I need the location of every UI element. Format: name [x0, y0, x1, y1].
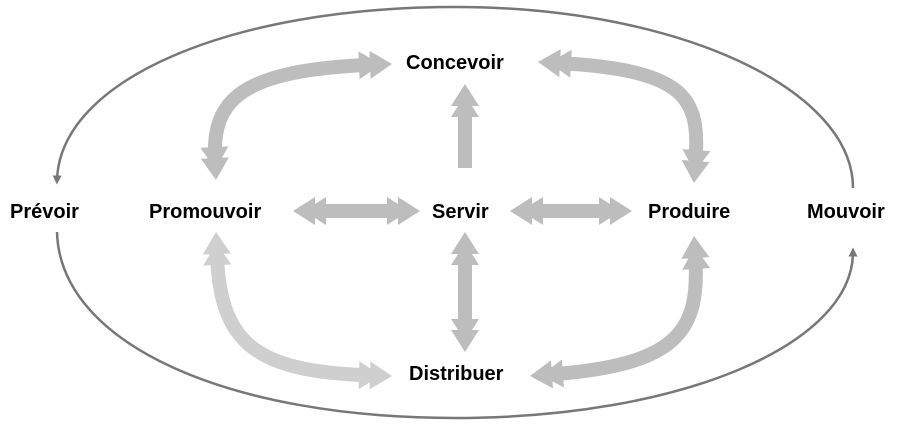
arrow-concevoir-produire-head-start-inner — [548, 49, 572, 78]
arrow-promouvoir-distribuer-head-start-outer — [202, 232, 231, 255]
arrow-servir-produire-head-end-inner — [599, 197, 621, 225]
arrow-servir-concevoir-head-end-inner — [451, 95, 479, 117]
arrow-distribuer-produire-head-end-inner — [682, 246, 711, 270]
node-promouvoir: Promouvoir — [149, 201, 262, 223]
arrow-distribuer-produire-head-end-outer — [681, 236, 710, 259]
outer-cycle-bottom-arc — [55, 231, 858, 420]
arrow-promouvoir-distribuer-head-end-inner — [358, 361, 382, 390]
arrow-distribuer-produire-shaft — [549, 255, 703, 382]
arrow-servir-distribuer-head-start-inner — [451, 243, 479, 265]
arrow-promouvoir-concevoir-head-end-inner — [358, 51, 382, 80]
arrow-promouvoir-distribuer-shaft — [209, 251, 373, 383]
arrow-concevoir-produire-shaft — [557, 56, 704, 164]
arrow-promouvoir-distribuer-head-end-outer — [369, 361, 392, 390]
arrow-concevoir-produire-head-end-inner — [682, 149, 711, 173]
arrow-promouvoir-concevoir-head-end-outer — [369, 50, 392, 79]
arrow-distribuer-produire-head-start-inner — [540, 359, 564, 388]
node-distribuer: Distribuer — [409, 363, 504, 385]
arrow-promouvoir-concevoir-head-start-outer — [200, 157, 229, 180]
node-concevoir: Concevoir — [406, 52, 504, 74]
arrow-distribuer-produire-head-start-outer — [530, 360, 553, 389]
arrow-promouvoir-concevoir-head-start-inner — [200, 146, 229, 170]
arrow-concevoir-produire-head-start-outer — [538, 49, 561, 78]
arrow-promouvoir-concevoir-shaft — [207, 57, 373, 161]
arrow-promouvoir-servir-head-start-inner — [304, 197, 326, 225]
node-produire: Produire — [648, 201, 731, 223]
arrow-servir-distribuer-head-end-inner — [451, 319, 479, 341]
arrow-concevoir-produire-head-end-outer — [681, 160, 710, 183]
arrow-promouvoir-servir-head-end-inner — [387, 197, 409, 225]
outer-cycle-top-arc — [52, 5, 855, 189]
node-prevoir: Prévoir — [10, 201, 79, 223]
node-servir: Servir — [432, 201, 489, 223]
arrow-promouvoir-distribuer-head-start-inner — [203, 242, 232, 266]
arrow-servir-produire-head-start-inner — [521, 197, 543, 225]
inner-arrows — [200, 49, 711, 390]
node-mouvoir: Mouvoir — [807, 201, 885, 223]
